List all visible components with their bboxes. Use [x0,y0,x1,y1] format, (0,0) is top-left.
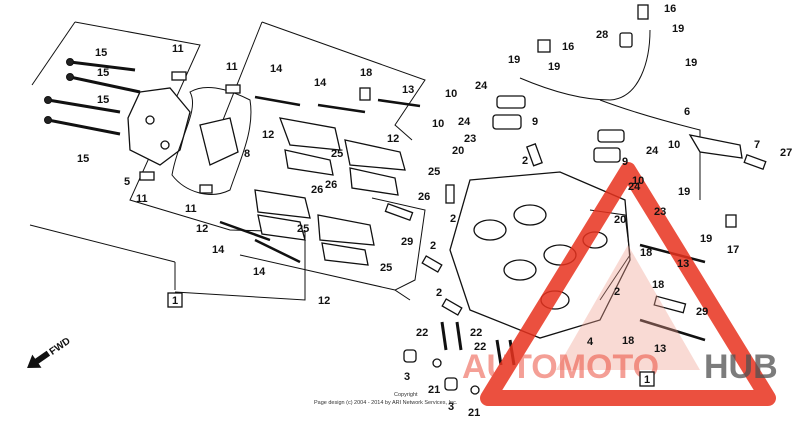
callout-r24c: 24 [646,145,659,157]
cam-holder-upper [278,117,406,196]
callout-r25c: 25 [297,223,309,235]
callout-r18a: 18 [360,67,372,79]
callout-r15b: 15 [97,67,109,79]
ref-box-left: 1 [167,292,183,308]
bracket-5 [127,87,191,166]
callout-r26b: 26 [311,184,323,196]
breather-hose-assembly [492,29,743,200]
callout-r6: 6 [684,106,690,118]
callout-r13b: 13 [677,258,689,270]
callout-r2e: 2 [614,286,620,298]
callout-r21a: 21 [428,384,440,396]
callout-r5: 5 [124,176,130,188]
callout-r8: 8 [244,148,250,160]
callout-r10b: 10 [432,118,444,130]
callout-r19a: 19 [508,54,520,66]
callout-r25b: 25 [428,166,440,178]
callout-r26a: 26 [325,179,337,191]
callout-r2a: 2 [450,213,456,225]
fwd-label: FWD [48,336,73,358]
callout-r13a: 13 [402,84,414,96]
small-bolts [139,4,767,342]
spark-plugs-29 [384,202,687,314]
callout-r24b: 24 [458,116,471,128]
callout-r12a: 12 [262,129,274,141]
fwd-arrow: FWD [27,336,73,369]
callout-r28: 28 [596,29,608,41]
watermark-brand-hub-text: HUB [704,348,778,386]
callout-r19b: 19 [548,61,560,73]
callout-r2b: 2 [522,155,528,167]
left-group-outline [29,21,306,301]
long-bolts-15 [44,58,141,136]
callout-r18c: 18 [622,335,634,347]
valve-parts [403,143,543,395]
callout-r25a: 25 [331,148,343,160]
callout-r1_right: 1 [644,374,650,386]
callout-r29a: 29 [401,236,413,248]
callout-r23a: 23 [464,133,476,145]
wire-harness-8 [171,87,252,195]
callout-r12c: 12 [387,133,399,145]
callout-r16a: 16 [562,41,574,53]
callout-r23b: 23 [654,206,666,218]
callout-r10c: 10 [668,139,680,151]
callout-r11d: 11 [185,203,197,215]
callout-r12d: 12 [318,295,330,307]
callout-r7: 7 [754,139,760,151]
callout-r24a: 24 [475,80,488,92]
callout-r11a: 11 [172,43,184,55]
callout-r22a: 22 [416,327,428,339]
callout-r19e: 19 [678,186,690,198]
callout-r9b: 9 [622,156,628,168]
callout-r1_left: 1 [172,295,178,307]
callout-r22c: 22 [474,341,486,353]
callout-r11b: 11 [226,61,238,73]
callout-r29b: 29 [696,306,708,318]
callout-r16b: 16 [664,3,676,15]
callout-r18b: 18 [640,247,652,259]
callout-r21b: 21 [468,407,480,419]
copyright-notice: Copyright Page design (c) 2004 - 2014 by… [314,392,458,406]
callout-r11c: 11 [136,193,148,205]
callout-r18d: 18 [652,279,664,291]
callout-r12b: 12 [196,223,208,235]
cylinder-head [449,171,631,339]
callout-r26c: 26 [418,191,430,203]
callout-r20a: 20 [452,145,464,157]
callout-r22b: 22 [470,327,482,339]
callout-r2c: 2 [430,240,436,252]
callout-r19f: 19 [700,233,712,245]
callout-r19d: 19 [685,57,697,69]
callout-r14d: 14 [253,266,266,278]
callout-r14b: 14 [314,77,327,89]
callout-r10a: 10 [445,88,457,100]
automotohub-watermark: AUTOMOTO HUB [462,162,778,406]
callout-labels: 15 15 15 15 11 11 11 11 5 8 12 12 12 12 … [77,3,792,419]
copyright-line: Page design (c) 2004 - 2014 by ARI Netwo… [314,400,458,406]
callout-r10d: 10 [632,175,644,187]
watermark-brand-text: AUTOMOTO [462,348,659,386]
callout-r17: 17 [727,244,739,256]
callout-r20b: 20 [614,214,626,226]
callout-r15a: 15 [95,47,107,59]
cam-holder-lower [254,189,375,266]
callout-r15c: 15 [97,94,109,106]
callout-r27: 27 [780,147,792,159]
callout-r15d: 15 [77,153,89,165]
callout-r14a: 14 [270,63,283,75]
callout-r3b: 3 [448,401,454,413]
callout-r9a: 9 [532,116,538,128]
callout-r4: 4 [587,336,594,348]
callout-r2d: 2 [436,287,442,299]
copyright-title: Copyright [394,392,418,398]
callout-r14c: 14 [212,244,225,256]
callout-r19c: 19 [672,23,684,35]
callout-r13c: 13 [654,343,666,355]
callout-r24d: 24 [628,181,641,193]
ref-box-right: 1 [639,371,655,387]
callout-r3a: 3 [404,371,410,383]
callout-r25d: 25 [380,262,392,274]
